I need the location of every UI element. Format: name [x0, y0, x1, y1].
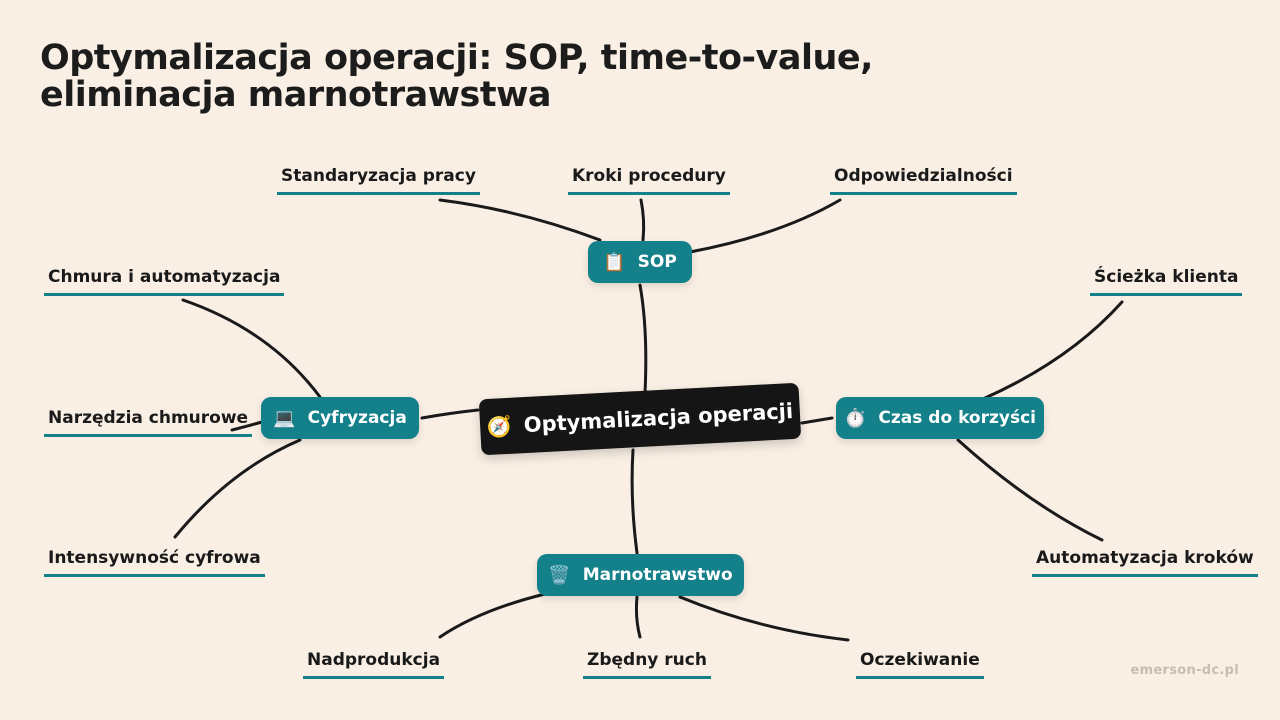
connector-time-automatyzacja	[956, 438, 1104, 542]
branch-label-waste: Marnotrawstwo	[582, 565, 733, 585]
branch-node-time: ⏱️ Czas do korzyści	[836, 397, 1044, 439]
compass-icon: 🧭	[486, 413, 513, 440]
leaf-odpowiedzialnosci: Odpowiedzialności	[830, 165, 1017, 195]
branch-label-sop: SOP	[637, 252, 677, 272]
connector-waste-oczekiwanie	[678, 595, 850, 642]
branch-node-waste: 🗑️ Marnotrawstwo	[537, 554, 744, 596]
connector-sop-kroki	[639, 198, 646, 242]
connector-sop-odpowiedzialnosci	[688, 198, 842, 254]
leaf-chmura-i-automatyzacja: Chmura i automatyzacja	[44, 266, 285, 296]
watermark: emerson-dc.pl	[1130, 663, 1239, 678]
page-title: Optymalizacja operacji: SOP, time-to-val…	[40, 38, 873, 115]
connector-waste-nadprodukcja	[438, 592, 547, 639]
wastebasket-icon: 🗑️	[548, 564, 571, 586]
leaf-sciezka-klienta: Ścieżka klienta	[1090, 266, 1243, 296]
connector-digital-intensywnosc	[173, 438, 302, 539]
leaf-nadprodukcja: Nadprodukcja	[303, 649, 445, 679]
leaf-kroki-procedury: Kroki procedury	[568, 165, 730, 195]
connector-waste-zbedny	[634, 595, 642, 639]
connector-center-digital	[420, 408, 480, 420]
center-node-label: Optymalizacja operacji	[523, 398, 794, 438]
leaf-oczekiwanie: Oczekiwanie	[856, 649, 984, 679]
connector-center-waste	[630, 448, 639, 555]
leaf-automatyzacja-krokow: Automatyzacja kroków	[1032, 547, 1258, 577]
connector-digital-chmura	[181, 298, 322, 399]
connector-center-sop	[638, 283, 648, 395]
connector-time-sciezka	[983, 300, 1124, 400]
leaf-standaryzacja-pracy: Standaryzacja pracy	[277, 165, 480, 195]
leaf-intensywnosc-cyfrowa: Intensywność cyfrowa	[44, 547, 265, 577]
leaf-narzedzia-chmurowe: Narzędzia chmurowe	[44, 407, 253, 437]
leaf-zbedny-ruch: Zbędny ruch	[583, 649, 711, 679]
connector-digital-narzedzia	[230, 420, 264, 432]
connector-center-time	[800, 416, 834, 425]
stopwatch-icon: ⏱️	[844, 407, 867, 429]
clipboard-icon: 📋	[603, 251, 626, 273]
branch-node-digital: 💻 Cyfryzacja	[261, 397, 419, 439]
branch-label-digital: Cyfryzacja	[307, 408, 407, 428]
branch-label-time: Czas do korzyści	[878, 408, 1036, 428]
connector-sop-standaryzacja	[438, 198, 602, 242]
laptop-icon: 💻	[273, 407, 296, 429]
branch-node-sop: 📋 SOP	[588, 241, 692, 283]
